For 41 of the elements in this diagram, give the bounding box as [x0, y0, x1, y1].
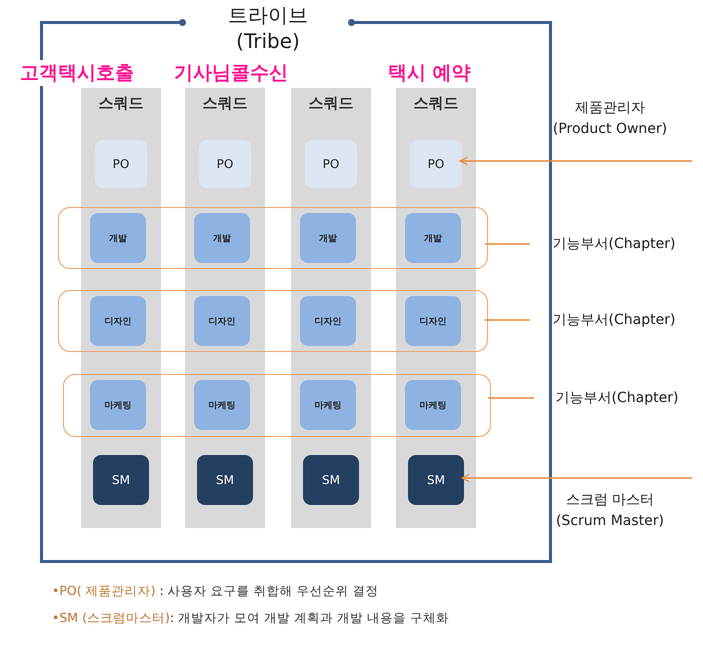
arrow: [459, 156, 692, 166]
chapter-band: [58, 207, 488, 269]
role-box: 개발: [194, 213, 250, 263]
squad-title: 스쿼드: [308, 94, 354, 113]
squad-title: 스쿼드: [98, 94, 144, 113]
po-box: PO: [410, 140, 462, 188]
squad-title: 스쿼드: [202, 94, 248, 113]
role-box: 디자인: [194, 296, 250, 346]
role-box: 마케팅: [194, 380, 250, 430]
po-box: PO: [305, 140, 357, 188]
role-label: 제품관리자 (Product Owner): [528, 98, 692, 162]
chapter-label: 기능부서(Chapter): [530, 308, 698, 332]
chapter-band: [63, 374, 491, 437]
role-box: 개발: [300, 213, 356, 263]
po-box: PO: [199, 140, 251, 188]
squad-title: 스쿼드: [412, 94, 460, 113]
chapter-label: 기능부서(Chapter): [534, 386, 700, 410]
role-box: 개발: [405, 213, 461, 263]
sm-box: SM: [197, 455, 253, 505]
role-box: 마케팅: [405, 380, 461, 430]
role-box: 개발: [90, 213, 146, 263]
role-box: 마케팅: [90, 380, 146, 430]
role-box: 마케팅: [300, 380, 356, 430]
role-box: 디자인: [300, 296, 356, 346]
po-box: PO: [95, 140, 147, 188]
note-text: •PO( 제품관리자) : 사용자 요구를 취합해 우선순위 결정: [52, 583, 379, 600]
note-text: •SM (스크럼마스터): 개발자가 모여 개발 계획과 개발 내용을 구체화: [52, 610, 449, 627]
role-label: 스크럼 마스터 (Scrum Master): [528, 476, 692, 532]
squad-name: 고객택시호출: [20, 60, 134, 86]
sm-box: SM: [303, 455, 359, 505]
role-box: 디자인: [90, 296, 146, 346]
frame-title: 트라이브 (Tribe): [227, 2, 309, 54]
chapter-band: [58, 290, 488, 352]
arrow: [461, 474, 692, 482]
connector-line: [485, 243, 530, 245]
chapter-label: 기능부서(Chapter): [530, 232, 698, 256]
sm-box: SM: [408, 455, 464, 505]
sm-box: SM: [93, 455, 149, 505]
role-box: 디자인: [405, 296, 461, 346]
connector-line: [488, 397, 534, 399]
connector-line: [485, 319, 530, 321]
